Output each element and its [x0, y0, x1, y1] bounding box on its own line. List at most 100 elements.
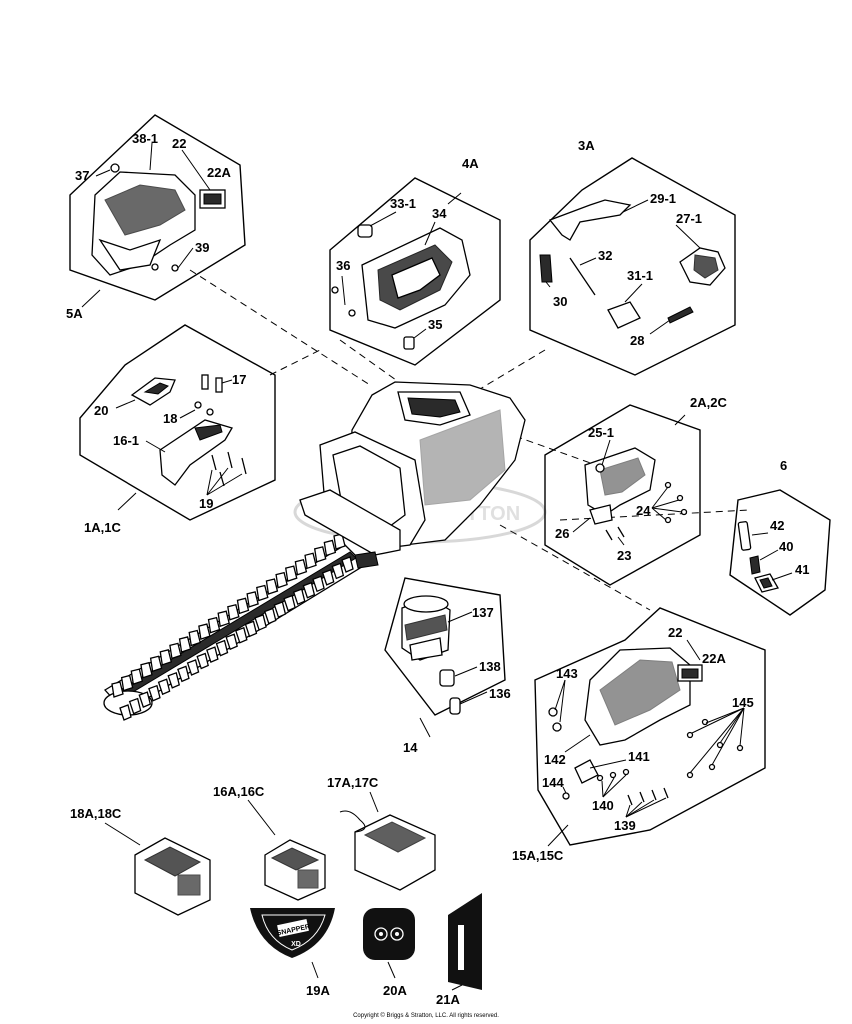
callout-31-1: 31-1: [627, 268, 653, 283]
group-4A: 4A 33-1 34 36 35: [329, 156, 501, 366]
callout-2A-2C: 2A,2C: [690, 395, 727, 410]
part-36-washer: [331, 286, 339, 294]
part-39-screw: [151, 263, 159, 271]
blade-tooth: [148, 684, 161, 702]
charger-17A: 17A,17C: [327, 775, 436, 891]
callout-41: 41: [795, 562, 809, 577]
part-22A-label-b-fill: [681, 668, 699, 679]
callout-37: 37: [75, 168, 89, 183]
callout-17A-17C: 17A,17C: [327, 775, 379, 790]
blade-tooth: [169, 642, 182, 660]
part-27-1-handle-cover: [679, 247, 726, 286]
copyright-notice: Copyright © Briggs & Stratton, LLC. All …: [353, 1013, 499, 1019]
part-142-housing: [584, 647, 691, 746]
blade-tooth: [265, 578, 279, 595]
group-14: 137 138 136 14: [384, 577, 511, 755]
part-140-screws: [596, 768, 630, 782]
callout-22: 22: [172, 136, 186, 151]
blade-tooth: [215, 639, 229, 657]
blade-tooth: [283, 594, 296, 612]
group-5A: 38-1 22 37 22A 39 5A: [66, 114, 246, 321]
callout-19: 19: [199, 496, 213, 511]
part-16-1-cover: [159, 419, 233, 486]
callout-25-1: 25-1: [588, 425, 614, 440]
part-138-bushing: [439, 669, 455, 687]
part-38-1-housing-half: [91, 171, 196, 276]
callout-18: 18: [163, 411, 177, 426]
part-42-tube: [737, 521, 752, 551]
decal-20A: 20A: [363, 908, 415, 998]
callout-1A-1C: 1A,1C: [84, 520, 121, 535]
part-33-1-button: [357, 224, 373, 238]
callout-30: 30: [553, 294, 567, 309]
blade-tooth: [227, 603, 240, 621]
part-23-screws: [605, 526, 625, 541]
callout-139: 139: [614, 818, 636, 833]
callout-17: 17: [232, 372, 246, 387]
callout-38-1: 38-1: [132, 131, 158, 146]
blade-tooth: [285, 565, 298, 583]
callout-16A-16C: 16A,16C: [213, 784, 265, 799]
part-24-screws: [664, 481, 688, 524]
blade-tooth: [120, 674, 134, 692]
part-17-screw-b: [215, 377, 223, 393]
part-137-motor: [401, 595, 451, 661]
blade-teeth: [111, 533, 354, 721]
callout-18A-18C: 18A,18C: [70, 806, 122, 821]
callout-5A: 5A: [66, 306, 83, 321]
callout-22A-b: 22A: [702, 651, 726, 666]
callout-14: 14: [403, 740, 418, 755]
part-32-rod: [569, 257, 596, 296]
blade-tooth: [178, 636, 192, 653]
part-31-1-switch: [607, 301, 641, 329]
callout-141: 141: [628, 749, 650, 764]
blade-tooth: [206, 646, 219, 663]
callout-39: 39: [195, 240, 209, 255]
part-17-screw: [201, 374, 209, 390]
part-41-button-insert: [759, 577, 773, 589]
callout-140: 140: [592, 798, 614, 813]
blade-tooth: [198, 623, 211, 640]
callout-137: 137: [472, 605, 494, 620]
callout-16-1: 16-1: [113, 433, 139, 448]
blade-tooth: [186, 659, 200, 676]
part-16-1-cover-window: [194, 424, 223, 441]
callout-33-1: 33-1: [390, 196, 416, 211]
callout-136: 136: [489, 686, 511, 701]
callout-40: 40: [779, 539, 793, 554]
blade-tooth: [225, 633, 238, 651]
part-34-handle-frame: [361, 227, 471, 329]
blade-tooth: [140, 661, 153, 679]
blade-tooth: [235, 626, 248, 644]
callout-42: 42: [770, 518, 784, 533]
callout-20: 20: [94, 403, 108, 418]
callout-15A-15C: 15A,15C: [512, 848, 564, 863]
part-136-shaft: [449, 697, 461, 715]
callout-19A: 19A: [306, 983, 330, 998]
part-25-1-knob: [595, 463, 605, 473]
callout-145: 145: [732, 695, 754, 710]
group-15A-15C: 22 22A 143 145 142 141 144 140 139 15A,1…: [512, 607, 766, 863]
callout-143: 143: [556, 666, 578, 681]
blade-tooth: [312, 575, 325, 593]
blade-tooth: [256, 584, 269, 602]
group-1A-1C: 17 20 18 16-1 19 1A,1C: [79, 324, 276, 535]
part-144-screw: [562, 792, 570, 800]
blade-tooth: [321, 569, 335, 586]
blade-tooth: [244, 620, 258, 638]
part-28-spring: [667, 306, 694, 324]
blade-tooth: [207, 616, 221, 634]
blade-tooth: [294, 558, 308, 576]
part-36-screw: [348, 309, 356, 317]
trimmer-body: [299, 381, 526, 569]
group-2A-2C: 2A,2C 25-1 24 26 23: [544, 395, 727, 586]
callout-142: 142: [544, 752, 566, 767]
part-39-screw-b: [171, 264, 179, 272]
blade-tooth: [177, 665, 190, 683]
blade-tooth: [263, 607, 277, 625]
part-26-clip: [589, 504, 613, 525]
blade-tooth: [157, 678, 171, 696]
blade-tooth: [254, 614, 267, 631]
part-19-screws: [211, 451, 247, 487]
callout-32: 32: [598, 248, 612, 263]
